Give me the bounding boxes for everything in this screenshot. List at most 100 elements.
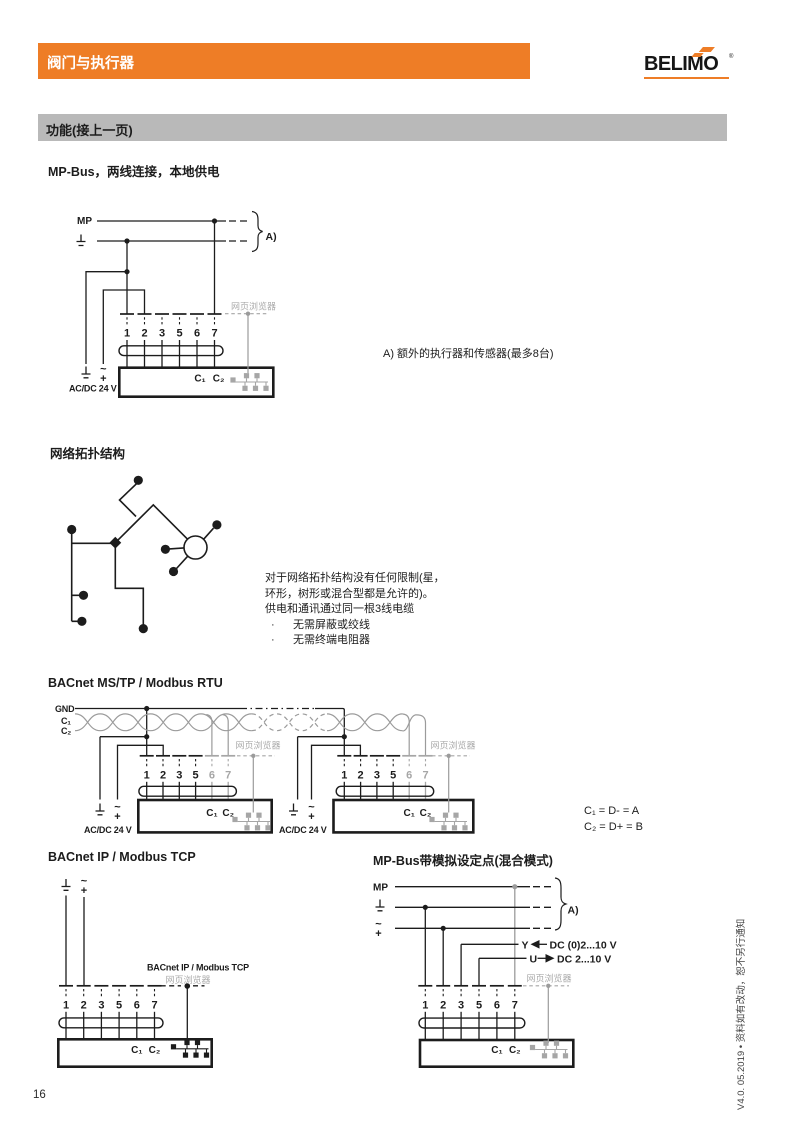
cable-bundle [118, 345, 224, 357]
device-node [133, 475, 143, 485]
mp-label: MP [77, 216, 92, 227]
web-browser-label: 网页浏览器 [236, 740, 281, 751]
terminal-number: 3 [458, 999, 464, 1011]
terminal-number: 6 [134, 999, 140, 1011]
terminal-number: 2 [141, 328, 147, 340]
mstp-note: C₁ = D- = A C₂ = D+ = B [584, 803, 643, 835]
mp-bus-annotation: A) 额外的执行器和传感器(最多8台) [383, 348, 554, 360]
c2-terminal-label: C₂ [149, 1045, 161, 1056]
bullet-text: 无需终端电阻器 [293, 634, 370, 646]
c1-terminal-label: C₁ [131, 1045, 142, 1056]
actuator-box [332, 798, 475, 834]
terminal-number: 2 [160, 769, 166, 781]
brace [251, 210, 263, 253]
section-header-bar: 阀门与执行器 [38, 43, 530, 79]
section-header-title: 阀门与执行器 [47, 56, 134, 72]
mp-bus-title: MP-Bus，两线连接，本地供电 [48, 165, 220, 179]
y-value: DC (0)2...10 V [550, 939, 617, 951]
terminal-number: 5 [476, 999, 482, 1011]
terminal-number: 5 [116, 999, 122, 1011]
ground-symbol [81, 366, 91, 379]
ac-symbol: ~ [81, 876, 88, 888]
plus-symbol: + [375, 928, 381, 940]
c1-terminal-label: C₁ [491, 1045, 502, 1056]
terminal-number: 1 [124, 328, 130, 340]
a-ref-label: A) [266, 231, 277, 243]
topology-bullet: · 无需终端电阻器 [265, 633, 460, 649]
c1-terminal-label: C₁ [206, 808, 217, 819]
cable-bundle [418, 1017, 526, 1029]
c2-terminal-label: C₂ [420, 808, 432, 819]
topology-title: 网络拓扑结构 [50, 447, 126, 461]
ground-symbol [289, 803, 298, 816]
device-node [160, 544, 170, 554]
topology-line: 对于网络拓扑结构没有任何限制(星， [265, 572, 445, 584]
c1-wire-label: C₁ [61, 716, 71, 726]
actuator-box [137, 798, 273, 834]
terminal-number: 5 [176, 328, 182, 340]
terminal-number: 3 [176, 769, 182, 781]
terminal-number: 7 [151, 999, 157, 1011]
device-node [212, 520, 222, 530]
bullet-text: 无需屏蔽或绞线 [293, 618, 370, 631]
c1-terminal-label: C₁ [404, 808, 415, 819]
mp-hybrid-diagram: MP ~ + A) Y DC (0)2...10 V U DC 2...10 V… [373, 877, 617, 1069]
mstp-title: BACnet MS/TP / Modbus RTU [48, 676, 223, 690]
cable-bundle [335, 785, 435, 797]
topology-line: 环形，树形或混合型都是允许的)。 [265, 587, 434, 600]
connection-label: BACnet IP / Modbus TCP [147, 963, 249, 973]
hub-node [183, 535, 208, 560]
terminal-number: 7 [225, 769, 231, 781]
supply-label: AC/DC 24 V [279, 825, 327, 835]
ground-symbol [76, 234, 86, 247]
cable-bundle [58, 1017, 164, 1029]
device-node [168, 566, 179, 577]
c2-terminal-label: C₂ [213, 374, 225, 385]
arrow-right-icon [545, 954, 555, 963]
brace [554, 877, 568, 931]
a-ref-label: A) [568, 905, 579, 917]
side-note: V4.0. 05.2019 • 资料如有改动，恕不另行通知 [736, 918, 747, 1110]
supply-label: AC/DC 24 V [69, 384, 117, 394]
bacnet-ip-title: BACnet IP / Modbus TCP [48, 850, 196, 864]
terminal-number: 6 [494, 999, 500, 1011]
y-label: Y [522, 939, 529, 951]
terminal-number: 6 [406, 769, 412, 781]
terminal-number: 5 [390, 769, 396, 781]
mstp-note-line: C₂ = D+ = B [584, 821, 643, 833]
terminal-number: 7 [422, 769, 428, 781]
plus-symbol: + [100, 373, 106, 385]
terminal-number: 2 [81, 999, 87, 1011]
logo-underline [644, 77, 729, 79]
belimo-logo-text: BELIMO [644, 53, 719, 75]
topology-description: 对于网络拓扑结构没有任何限制(星， 环形，树形或混合型都是允许的)。 供电和通讯… [265, 571, 460, 649]
device-node [138, 624, 148, 634]
terminal-number: 6 [194, 328, 200, 340]
terminal-number: 3 [374, 769, 380, 781]
bullet-icon: · [271, 634, 275, 646]
terminal-number: 1 [144, 769, 150, 781]
web-browser-label: 网页浏览器 [527, 973, 572, 984]
plus-symbol: + [308, 811, 314, 823]
topology-line: 供电和通讯通过同一根3线电缆 [265, 603, 415, 615]
mp-label: MP [373, 883, 388, 894]
ground-symbol [95, 803, 105, 816]
c2-terminal-label: C₂ [509, 1045, 521, 1056]
lan-icon [230, 373, 269, 391]
page-number: 16 [33, 1089, 46, 1101]
lan-icon [232, 812, 271, 831]
terminal-number: 3 [98, 999, 104, 1011]
terminal-number: 1 [422, 999, 428, 1011]
c1-terminal-label: C₁ [194, 374, 205, 385]
terminal-number: 5 [193, 769, 199, 781]
terminal-number: 7 [512, 999, 518, 1011]
terminal-number: 7 [211, 328, 217, 340]
device-node [67, 524, 77, 535]
terminal-number: 3 [159, 328, 165, 340]
topology-bullet: ·无需屏蔽或绞线 [265, 618, 460, 634]
actuator-box [418, 1038, 575, 1069]
terminal-number: 1 [341, 769, 347, 781]
